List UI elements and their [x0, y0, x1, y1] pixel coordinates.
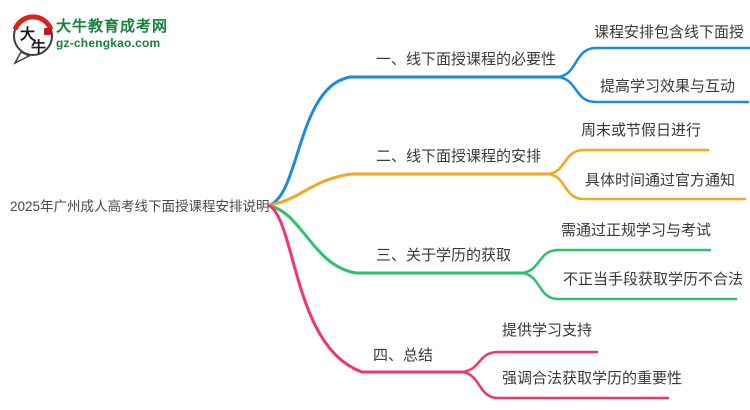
brand-name: 大牛教育成考网 [56, 18, 169, 35]
branch-1-label: 一、线下面授课程的必要性 [376, 51, 557, 68]
branch-2-leaf-2-label: 具体时间通过官方通知 [585, 172, 736, 189]
branch-4-label: 四、总结 [373, 347, 434, 364]
branch-3-leaf-1-label: 需通过正规学习与考试 [561, 222, 712, 239]
daniu-logo-icon: 大 牛 [12, 14, 54, 65]
branch-3-label: 三、关于学历的获取 [376, 247, 512, 264]
branch-3-leaf-2-label: 不正当手段获取学历不合法 [563, 271, 744, 288]
svg-text:大: 大 [20, 25, 35, 43]
branch-4-leaf-2-label: 强调合法获取学历的重要性 [502, 370, 683, 387]
branch-1-lines [268, 46, 750, 207]
branch-2-lines [268, 148, 747, 207]
root-node-label: 2025年广州成人高考线下面授课程安排说明 [10, 199, 270, 214]
branch-3-lines [268, 204, 738, 301]
branch-1-leaf-1-label: 课程安排包含线下面授 [594, 24, 745, 41]
branch-2-label: 二、线下面授课程的安排 [376, 148, 542, 165]
branch-4-leaf-1-label: 提供学习支持 [502, 322, 593, 339]
brand-url: gz-chengkao.com [56, 36, 161, 50]
branch-2-leaf-1-label: 周末或节假日进行 [581, 122, 702, 139]
branch-1-leaf-2-label: 提高学习效果与互动 [600, 78, 736, 95]
branch-4-lines [268, 204, 670, 400]
svg-text:牛: 牛 [31, 38, 46, 56]
brand-block: 大牛教育成考网 gz-chengkao.com [56, 17, 168, 50]
